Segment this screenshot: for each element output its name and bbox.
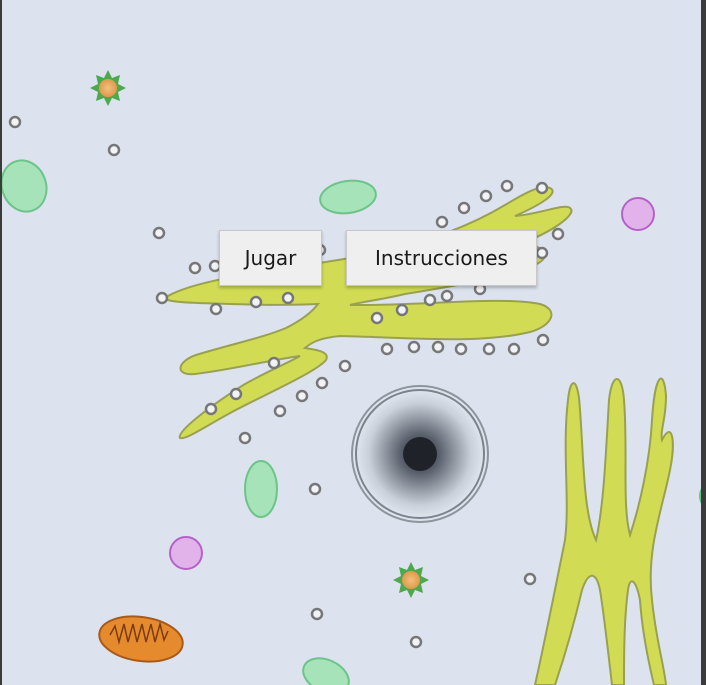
vesicle: [319, 179, 377, 215]
lysosomes: [169, 197, 655, 570]
lysosome: [621, 197, 655, 231]
frame-left-edge: [0, 0, 2, 685]
lysosome: [169, 536, 203, 570]
instructions-button[interactable]: Instrucciones: [346, 230, 537, 286]
ribosomes: [8, 115, 565, 649]
vesicle: [0, 159, 48, 213]
play-button[interactable]: Jugar: [219, 230, 322, 286]
mitochondrion: [98, 615, 184, 663]
frame-right-edge: [701, 0, 706, 685]
virus-particle: [90, 70, 126, 106]
virus-particle: [393, 562, 429, 598]
centrosome: [351, 385, 489, 523]
golgi-apparatus: [533, 377, 674, 685]
vesicle: [244, 460, 278, 518]
